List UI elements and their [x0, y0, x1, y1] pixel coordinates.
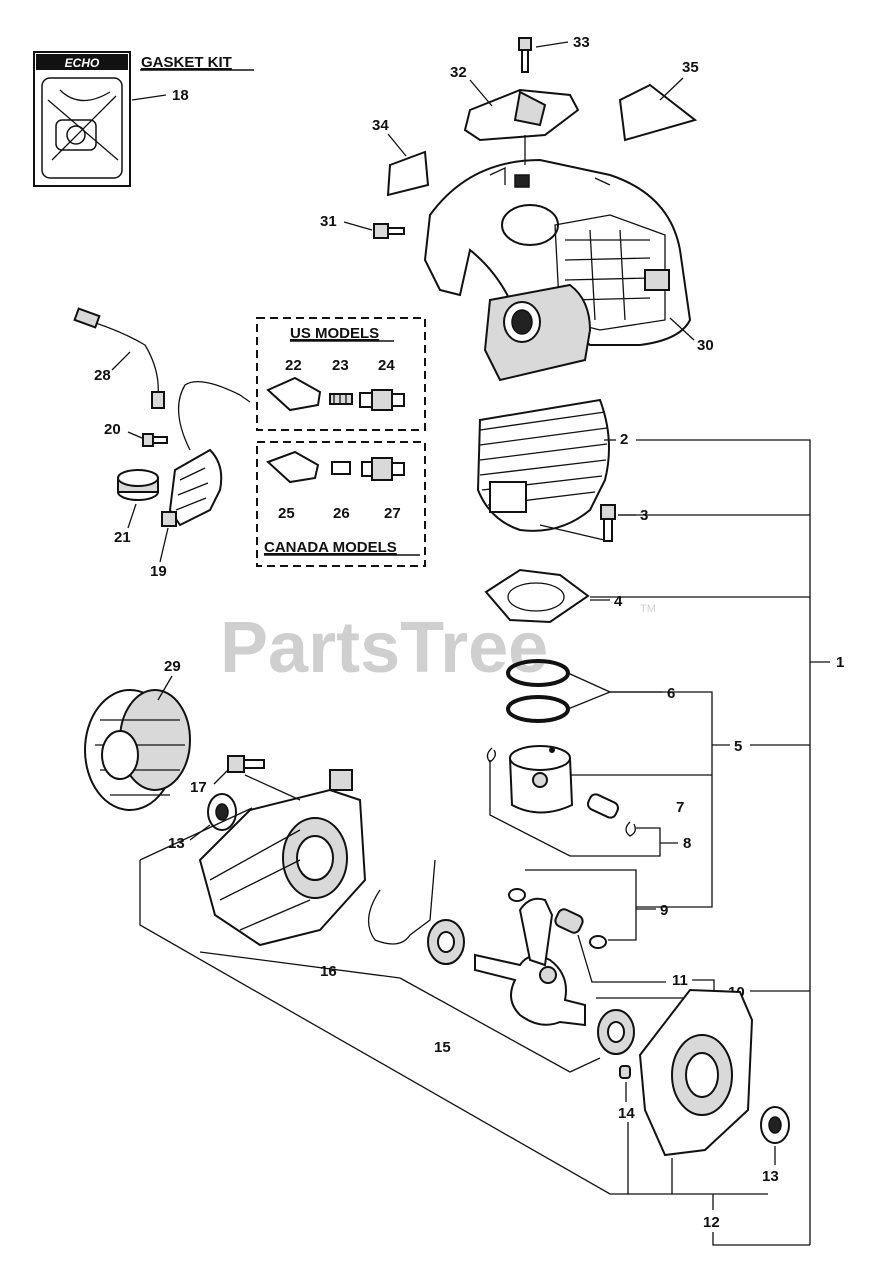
echo-logo: ECHO [65, 56, 100, 70]
callout-2: 2 [620, 431, 628, 448]
gasket-kit-title: GASKET KIT [141, 54, 232, 71]
callout-31: 31 [320, 213, 337, 230]
cylinder-gasket[interactable] [484, 568, 590, 624]
callout-18: 18 [172, 87, 189, 104]
callout-24: 24 [378, 357, 395, 374]
terminal-spring-us[interactable] [329, 393, 353, 405]
callout-22: 22 [285, 357, 302, 374]
callout-28: 28 [94, 367, 111, 384]
callout-13b: 13 [762, 1168, 779, 1185]
callout-15: 15 [434, 1039, 451, 1056]
callout-11: 11 [672, 972, 688, 989]
callout-5: 5 [734, 738, 742, 755]
needle-bearing-small[interactable] [508, 888, 607, 949]
oil-seal-left[interactable] [207, 793, 237, 831]
decal-label-34[interactable] [386, 150, 430, 197]
callout-34: 34 [372, 117, 389, 134]
callout-23: 23 [332, 357, 349, 374]
callout-6: 6 [667, 685, 675, 702]
crankcase-gasket[interactable] [368, 859, 436, 945]
crankcase-left[interactable] [198, 769, 367, 947]
grommet[interactable] [117, 469, 159, 501]
us-models-box [256, 317, 426, 431]
callout-25: 25 [278, 505, 295, 522]
callout-32: 32 [450, 64, 467, 81]
cap-bolt[interactable] [518, 37, 532, 73]
spark-plug-boot-us[interactable] [266, 376, 322, 412]
callout-19: 19 [150, 563, 167, 580]
crankcase-right[interactable] [638, 988, 754, 1157]
callout-16: 16 [320, 963, 337, 980]
ignition-lead[interactable] [73, 307, 165, 409]
crankshaft[interactable] [474, 897, 586, 1027]
callout-20: 20 [104, 421, 121, 438]
dowel-pin[interactable] [619, 1065, 631, 1079]
callout-30: 30 [697, 337, 714, 354]
callout-14: 14 [618, 1105, 635, 1122]
callout-1: 1 [836, 654, 844, 671]
canada-models-box [256, 441, 426, 567]
flywheel[interactable] [84, 689, 191, 811]
us-models-title: US MODELS [290, 325, 379, 342]
crank-bearing-left[interactable] [427, 919, 465, 965]
callout-35: 35 [682, 59, 699, 76]
crank-bearing-right[interactable] [597, 1009, 635, 1055]
oil-seal-right[interactable] [760, 1106, 790, 1144]
callout-33: 33 [573, 34, 590, 51]
callout-9: 9 [660, 902, 668, 919]
cover-screw[interactable] [373, 223, 405, 239]
callout-8: 8 [683, 835, 691, 852]
canada-models-title: CANADA MODELS [264, 539, 397, 556]
gasket-kit-box[interactable]: ECHO [33, 51, 131, 187]
ignition-coil[interactable] [161, 381, 251, 527]
cylinder[interactable] [476, 283, 610, 532]
terminal-ca[interactable] [331, 461, 351, 475]
callout-29: 29 [164, 658, 181, 675]
cover-cap[interactable] [463, 88, 580, 165]
ignition-screw[interactable] [142, 433, 168, 447]
callout-7: 7 [676, 799, 684, 816]
spark-plug-ca[interactable] [361, 457, 405, 481]
cylinder-screw[interactable] [600, 504, 616, 542]
spark-plug-us[interactable] [359, 389, 405, 411]
crank-needle-bearing[interactable] [553, 907, 584, 934]
piston[interactable] [508, 745, 574, 814]
piston-pin[interactable] [586, 792, 620, 819]
spark-plug-boot-ca[interactable] [266, 450, 320, 484]
watermark-tm: TM [640, 603, 656, 615]
callout-27: 27 [384, 505, 401, 522]
callout-12: 12 [703, 1214, 720, 1231]
piston-ring-bottom[interactable] [506, 695, 570, 723]
watermark: PartsTree [220, 608, 548, 688]
callout-17: 17 [190, 779, 207, 796]
callout-21: 21 [114, 529, 131, 546]
callout-26: 26 [333, 505, 350, 522]
callout-4: 4 [614, 593, 623, 610]
decal-label-35[interactable] [618, 83, 698, 142]
flywheel-bolt[interactable] [227, 755, 265, 773]
